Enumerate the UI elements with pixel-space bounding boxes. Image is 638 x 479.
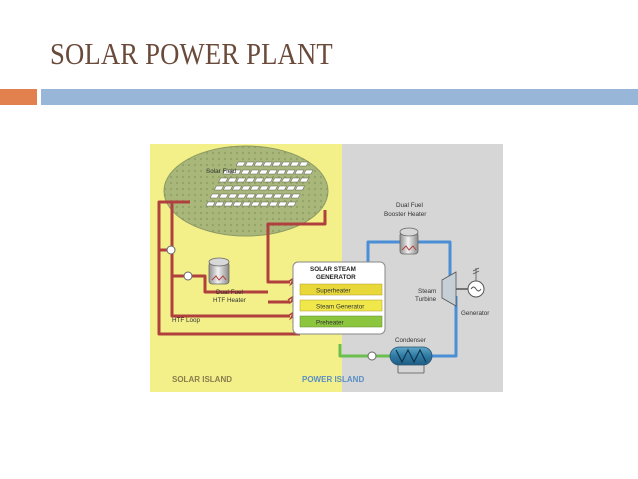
diagram-svg: Solar Field Dual Fuel Booster Heater Dua…	[150, 144, 503, 392]
steam-turbine-icon	[441, 271, 468, 307]
slide-title: SOLAR POWER PLANT	[50, 36, 333, 71]
solar-field-label: Solar Field	[206, 168, 237, 175]
accent-bar-orange	[0, 89, 37, 105]
steam-turbine-label-line2: Turbine	[415, 296, 437, 303]
ssg-title-line1: SOLAR STEAM	[310, 266, 356, 273]
steam-generator-bar	[299, 299, 383, 312]
booster-heater-tank-icon	[399, 227, 419, 255]
steam-turbine-label-line1: Steam	[418, 288, 436, 295]
superheater-bar	[299, 283, 383, 296]
solar-steam-generator	[292, 261, 386, 335]
solar-power-plant-diagram: Solar Field Dual Fuel Booster Heater Dua…	[150, 144, 503, 392]
accent-bar-blue	[41, 89, 638, 105]
booster-heater-label-line1: Dual Fuel	[396, 202, 423, 209]
solar-island-label: SOLAR ISLAND	[172, 375, 232, 384]
preheater-label: Preheater	[316, 320, 344, 327]
htf-pump-icon	[166, 245, 176, 255]
steam-generator-label: Steam Generator	[316, 304, 364, 311]
solar-field-area	[163, 145, 329, 237]
generator-icon	[467, 267, 485, 298]
ssg-title-line2: GENERATOR	[316, 274, 356, 281]
condenser-icon	[389, 346, 433, 374]
solar-collectors	[205, 161, 314, 207]
htf-heater-tank-icon	[208, 257, 230, 285]
booster-heater-label-line2: Booster Heater	[384, 211, 426, 218]
power-island-label: POWER ISLAND	[302, 375, 364, 384]
generator-label: Generator	[461, 310, 489, 317]
feedwater-pump-icon	[367, 351, 377, 361]
htf-valve-icon	[183, 271, 193, 281]
htf-heater-label-line2: HTF Heater	[213, 297, 246, 304]
condenser-label: Condenser	[395, 337, 426, 344]
superheater-label: Superheater	[316, 288, 351, 295]
htf-loop-label: HTF Loop	[172, 317, 200, 324]
steam-pipes	[366, 240, 458, 358]
htf-heater-label-line1: Dual Fuel	[216, 289, 243, 296]
preheater-bar	[299, 315, 383, 328]
